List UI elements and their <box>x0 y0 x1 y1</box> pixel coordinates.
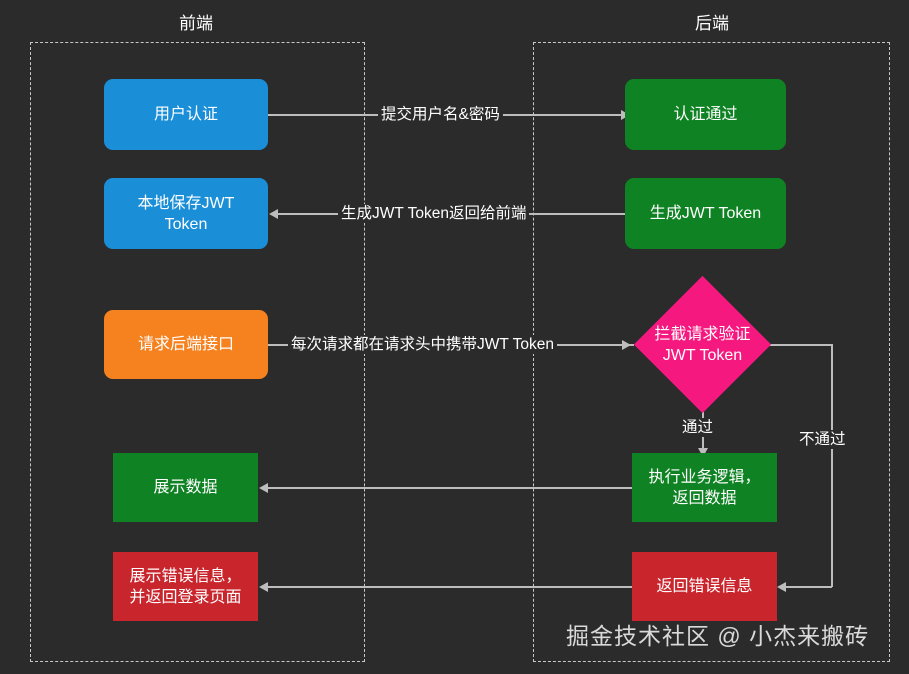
arrowhead-fail <box>777 582 786 592</box>
edge-label-return-jwt: 生成JWT Token返回给前端 <box>338 204 530 223</box>
node-verify-jwt-token-label: 拦截请求验证 JWT Token <box>654 325 751 364</box>
edge-label-fail: 不通过 <box>796 430 849 449</box>
edge-label-submit-credentials: 提交用户名&密码 <box>378 105 503 124</box>
node-show-error[interactable]: 展示错误信息， 并返回登录页面 <box>113 552 258 621</box>
node-return-error[interactable]: 返回错误信息 <box>632 552 777 621</box>
arrowhead-return-jwt <box>269 209 278 219</box>
arrowhead-return-data <box>259 483 268 493</box>
arrowhead-carry-jwt <box>622 340 631 350</box>
connector-return-data <box>268 487 632 489</box>
node-auth-passed[interactable]: 认证通过 <box>625 79 786 150</box>
node-generate-jwt-token[interactable]: 生成JWT Token <box>625 178 786 249</box>
connector-fail-top <box>768 344 832 346</box>
node-request-backend-api[interactable]: 请求后端接口 <box>104 310 268 379</box>
node-business-logic[interactable]: 执行业务逻辑， 返回数据 <box>632 453 777 522</box>
node-show-data[interactable]: 展示数据 <box>113 453 258 522</box>
edge-label-pass: 通过 <box>679 418 717 437</box>
edge-label-carry-jwt: 每次请求都在请求头中携带JWT Token <box>288 335 557 354</box>
node-verify-jwt-token[interactable]: 拦截请求验证 JWT Token <box>633 275 772 414</box>
node-save-jwt-token[interactable]: 本地保存JWT Token <box>104 178 268 249</box>
lane-title-backend: 后端 <box>695 14 729 33</box>
connector-return-error <box>268 586 632 588</box>
arrowhead-pass <box>698 448 708 457</box>
connector-fail-vertical <box>831 344 833 587</box>
watermark: 掘金技术社区 @ 小杰来搬砖 <box>566 623 870 649</box>
arrowhead-return-error <box>259 582 268 592</box>
lane-title-frontend: 前端 <box>179 14 213 33</box>
node-user-auth[interactable]: 用户认证 <box>104 79 268 150</box>
connector-fail-bottom <box>786 586 832 588</box>
